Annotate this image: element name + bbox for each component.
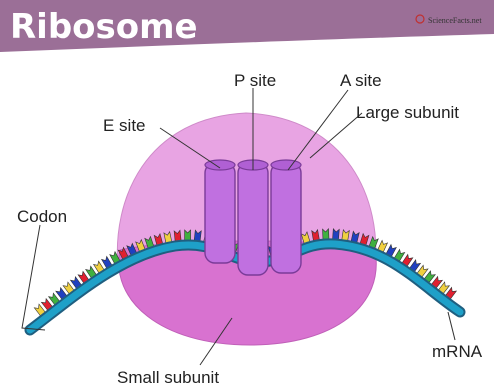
a-site-cylinder: [271, 160, 301, 273]
diagram-title: Ribosome: [10, 7, 198, 47]
label-e-site: E site: [103, 116, 146, 135]
p-site-cylinder: [238, 160, 268, 275]
label-small-subunit: Small subunit: [117, 368, 219, 387]
brand-name: ScienceFacts.net: [428, 16, 482, 25]
label-p-site: P site: [234, 71, 276, 90]
label-mrna: mRNA: [432, 342, 483, 361]
label-large-subunit: Large subunit: [356, 103, 459, 122]
e-site-cylinder: [205, 160, 235, 263]
label-a-site: A site: [340, 71, 382, 90]
label-codon: Codon: [17, 207, 67, 226]
